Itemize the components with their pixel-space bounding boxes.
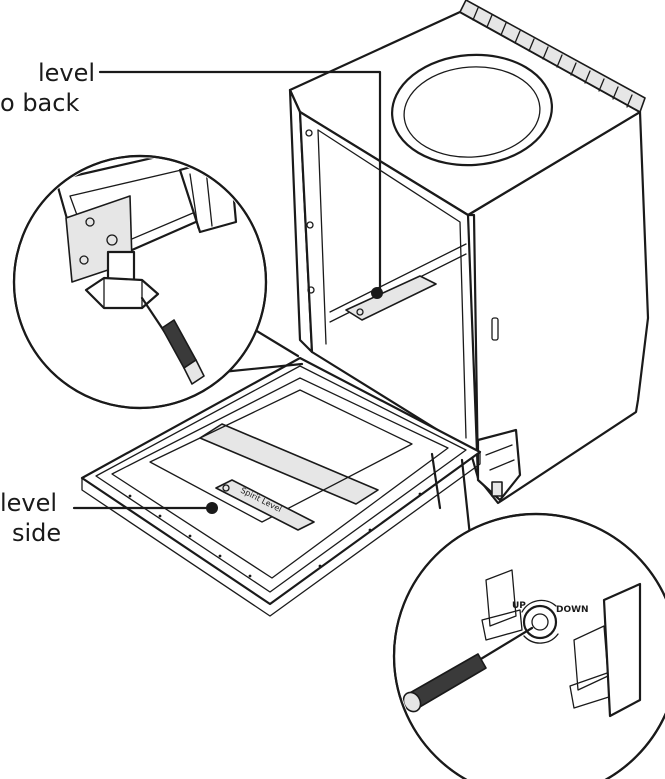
rear-adjuster-magnifier: UP DOWN: [392, 512, 665, 779]
callout-level-back: level o back: [0, 58, 95, 118]
front-foot-magnifier: [12, 154, 268, 410]
spirit-level-back: [345, 275, 437, 321]
callout-dot-back: [371, 287, 383, 299]
callout-level-side: level side: [0, 488, 61, 548]
callout-leaders: [72, 70, 383, 514]
down-label: DOWN: [556, 605, 589, 615]
up-label: UP: [512, 601, 526, 611]
callout-back-line1: level: [38, 59, 96, 87]
dishwasher-door: Spirit Level: [80, 356, 482, 617]
callout-dot-side: [206, 502, 218, 514]
callout-side-line1: level: [0, 489, 58, 517]
callout-side-line2: side: [12, 519, 62, 547]
callout-back-line2: o back: [0, 89, 80, 117]
